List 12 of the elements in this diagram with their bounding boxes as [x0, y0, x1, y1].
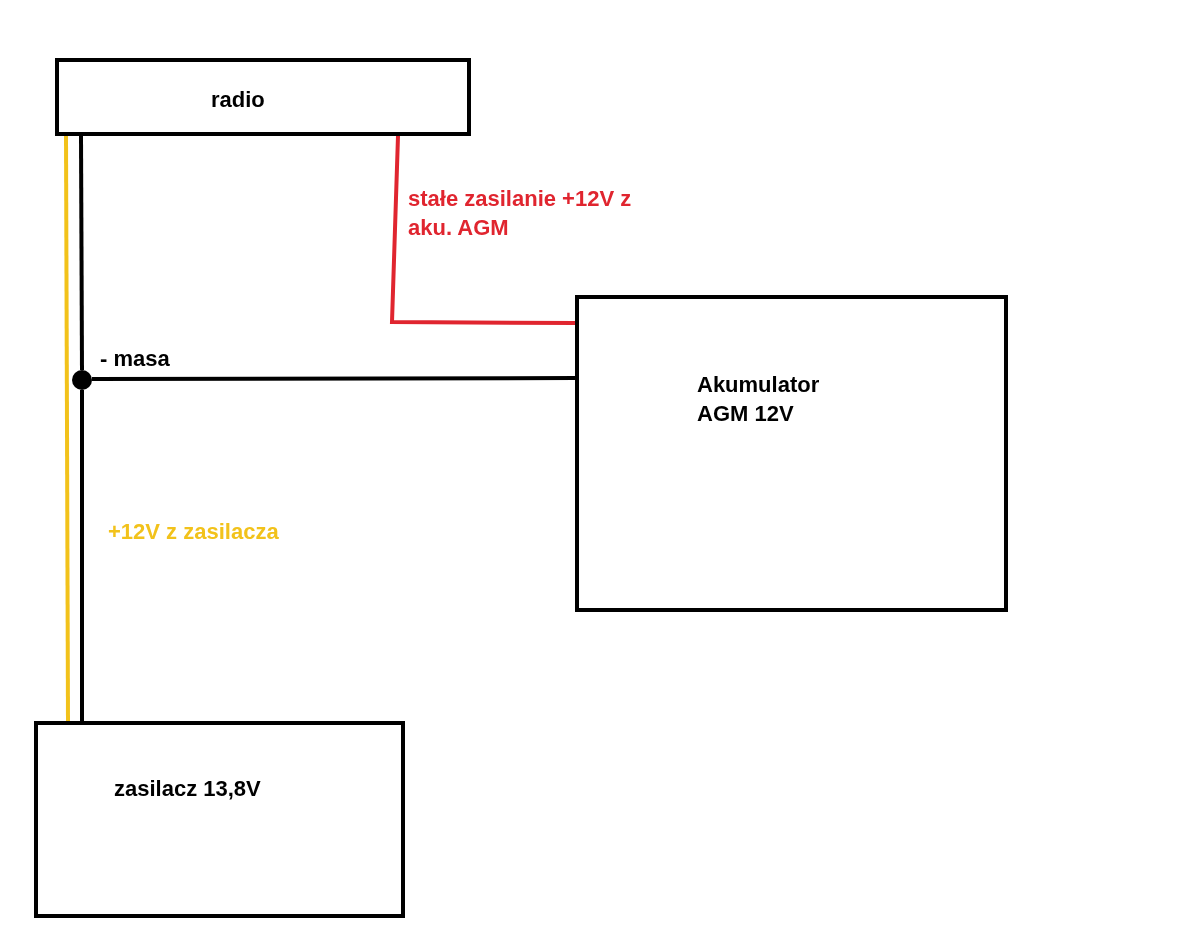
wire: [80, 390, 84, 721]
component-label: radio: [211, 86, 266, 114]
wire: [79, 136, 84, 370]
component-box: [575, 295, 1008, 612]
component-box: [55, 58, 471, 136]
component-label: Akumulator AGM 12V: [697, 371, 821, 428]
wire: [389, 135, 575, 325]
junction-dot: [72, 370, 92, 390]
wire: [92, 376, 575, 381]
wire: [64, 136, 70, 721]
component-label: zasilacz 13,8V: [114, 775, 262, 803]
component-box: [34, 721, 405, 918]
